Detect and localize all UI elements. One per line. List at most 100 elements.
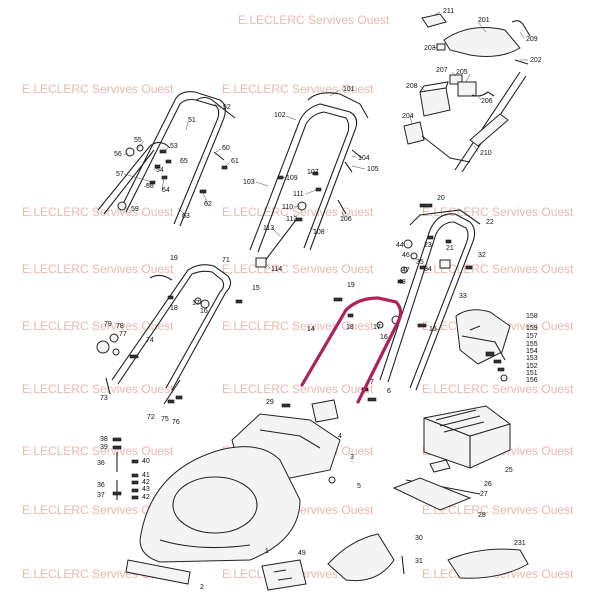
label-78: 78 (116, 323, 124, 330)
part-49-hardware-bag (261, 559, 307, 591)
label-33: 33 (459, 293, 467, 300)
label-71: 71 (222, 257, 230, 264)
part-112-bolt (295, 217, 303, 222)
part-4-switch-box (311, 399, 339, 423)
label-110: 110 (282, 204, 293, 211)
part-39-washer (112, 445, 122, 450)
label-73: 73 (100, 395, 108, 402)
label-31: 31 (415, 558, 423, 565)
label-40: 40 (142, 458, 150, 465)
label-75: 75 (161, 416, 169, 423)
part-72-rod (163, 379, 181, 405)
part-48-screw (397, 279, 404, 284)
part-59-knob (117, 201, 127, 211)
label-51: 51 (188, 117, 196, 124)
label-202: 202 (530, 57, 542, 64)
part-18b-screw (347, 313, 354, 318)
handle-assembly-upper-middle (249, 92, 369, 268)
mower-deck-assembly (112, 399, 529, 591)
part-74-bolt (129, 354, 139, 359)
leader-lines (123, 11, 528, 269)
part-25-battery-ridges (435, 409, 485, 433)
label-65: 65 (180, 158, 188, 165)
part-55-washer (136, 144, 144, 152)
label-34: 34 (424, 266, 432, 273)
label-209: 209 (526, 36, 538, 43)
part-31-pin (401, 555, 405, 575)
label-43: 43 (142, 486, 150, 493)
part-204-charger-lead (421, 135, 471, 163)
watermark-text: E.LECLERC Servives Ouest (22, 262, 174, 276)
part-201-top-cover (443, 27, 521, 57)
highlight-handle-tube (300, 296, 403, 404)
part-208-battery (419, 87, 451, 117)
label-35: 35 (416, 259, 424, 266)
part-202-pin (514, 59, 529, 65)
part-111-screw (315, 187, 322, 192)
part-29-screw (281, 403, 291, 408)
part-25-battery-pack (423, 405, 511, 469)
part-158-control-box (455, 309, 511, 365)
part-34-screw (419, 265, 426, 270)
part-105-bracket (344, 161, 353, 173)
part-79-knob (96, 340, 110, 354)
part-153-switch (485, 351, 495, 357)
part-2-rear-flap (125, 559, 191, 585)
part-47-washer (400, 266, 408, 274)
part-231-mulching-plug (447, 548, 529, 579)
label-16a: 16 (200, 308, 208, 315)
label-7: 7 (370, 379, 374, 386)
label-20: 20 (437, 195, 445, 202)
part-210-rod (454, 71, 521, 171)
label-48: 48 (398, 279, 406, 286)
label-54: 54 (156, 167, 164, 174)
label-74: 74 (146, 337, 154, 344)
part-5-nut (328, 476, 336, 484)
part-23-screw (427, 235, 434, 240)
part-63-lower-tube (97, 141, 171, 211)
part-26-connector (429, 459, 451, 473)
label-58: 58 (146, 183, 154, 190)
handle-assembly-right-middle (333, 203, 481, 402)
label-21: 21 (446, 245, 454, 252)
part-37-washer (112, 491, 122, 496)
watermark-text: E.LECLERC Servives Ouest (238, 13, 390, 27)
label-56: 56 (114, 151, 122, 158)
label-210: 210 (480, 150, 492, 157)
label-231: 231 (514, 540, 526, 547)
part-204-charger (403, 121, 425, 145)
label-62: 62 (204, 201, 212, 208)
part-155-cable (461, 335, 506, 361)
part-60-clip (213, 151, 225, 161)
part-41-nut (131, 473, 139, 478)
part-62-bolt (199, 189, 207, 194)
label-55: 55 (134, 137, 142, 144)
label-79: 79 (104, 321, 112, 328)
label-76: 76 (172, 419, 180, 426)
label-39: 39 (100, 444, 108, 451)
label-29: 29 (266, 399, 274, 406)
label-203: 203 (424, 45, 436, 52)
part-20-top-bolt (419, 203, 433, 208)
watermark-text: E.LECLERC Servives Ouest (222, 262, 374, 276)
label-47: 47 (402, 267, 410, 274)
part-76-screw (167, 399, 175, 404)
label-6: 6 (387, 388, 391, 395)
watermark-text: E.LECLERC Servives Ouest (22, 382, 174, 396)
label-52: 52 (223, 104, 231, 111)
label-205: 205 (456, 69, 468, 76)
part-102-handle-inner (257, 111, 350, 253)
label-18b: 18 (346, 324, 354, 331)
label-38: 38 (100, 436, 108, 443)
battery-charger-assembly (403, 13, 531, 173)
label-109: 109 (286, 175, 298, 182)
part-21-screw (445, 239, 452, 244)
label-1: 1 (265, 548, 269, 555)
label-53: 53 (170, 143, 178, 150)
label-156: 156 (526, 377, 538, 384)
label-15b: 15 (429, 326, 437, 333)
label-103: 103 (243, 179, 255, 186)
label-17a: 17 (192, 300, 200, 307)
part-33-lower-handle-inner (387, 221, 469, 389)
